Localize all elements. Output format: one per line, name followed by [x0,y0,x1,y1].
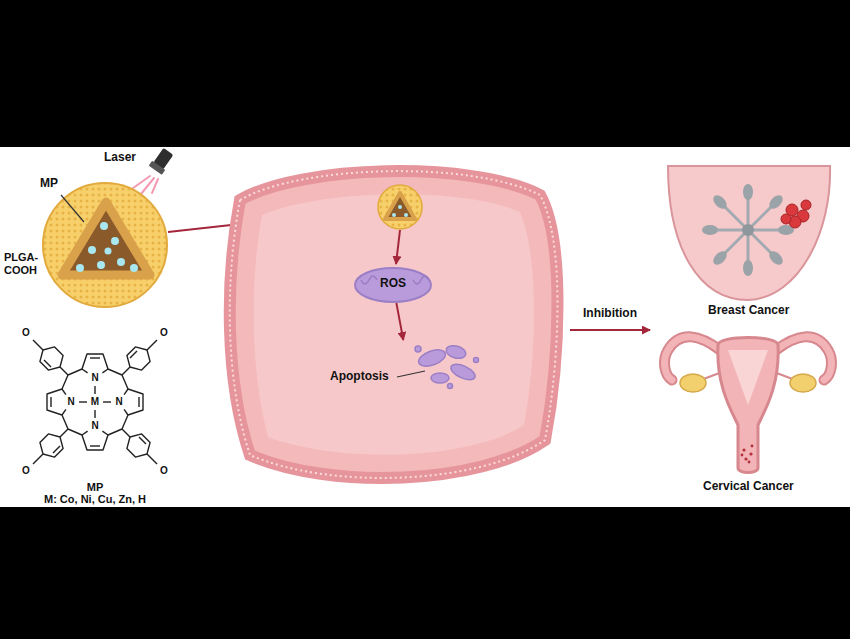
nanoparticle-internal [378,185,422,229]
cell [230,171,558,478]
apoptosis-node: Apoptosis [328,340,488,390]
leader-line [61,195,84,222]
top-bar [0,0,850,147]
panel [0,147,850,507]
nanoparticle-node: MPPLGA- COOH [43,183,167,307]
atom-label: N [91,421,98,431]
breast-illustration [668,166,830,300]
atom-label: O [160,466,168,476]
inhibition-arrow [570,329,650,331]
porphyrin-structure [33,340,157,464]
mitochondrion [355,268,431,302]
atom-label: O [22,466,30,476]
bottom-bar [0,507,850,639]
metal-list: M: Co, Ni, Cu, Zn, H [44,494,146,505]
ros-arrow [396,230,400,264]
part-label: MP [40,177,58,191]
mitochondrion-node: ROS [355,267,431,303]
atom-label: O [22,328,30,338]
process-label: Apoptosis [330,370,389,384]
uterus-illustration [665,337,832,473]
atom-label: O [160,328,168,338]
part-label: PLGA- COOH [4,251,46,276]
species-label: ROS [380,277,406,291]
organ-node: Breast Cancer [660,160,838,322]
arrow-label: Inhibition [583,307,637,319]
organ-label: Breast Cancer [708,304,789,318]
organ-node: Cervical Cancer [650,325,846,497]
atom-label: N [115,397,122,407]
mitochondrion-fragments [415,344,479,389]
atom-label: M [91,397,99,407]
atom-label: N [67,397,74,407]
process-arrow [396,303,403,340]
compound-label: MP [87,482,104,493]
atom-label: N [91,373,98,383]
nanoparticle [43,183,167,307]
organ-label: Cervical Cancer [703,480,794,494]
laser-label: Laser [104,151,136,163]
leader-line [397,371,425,377]
